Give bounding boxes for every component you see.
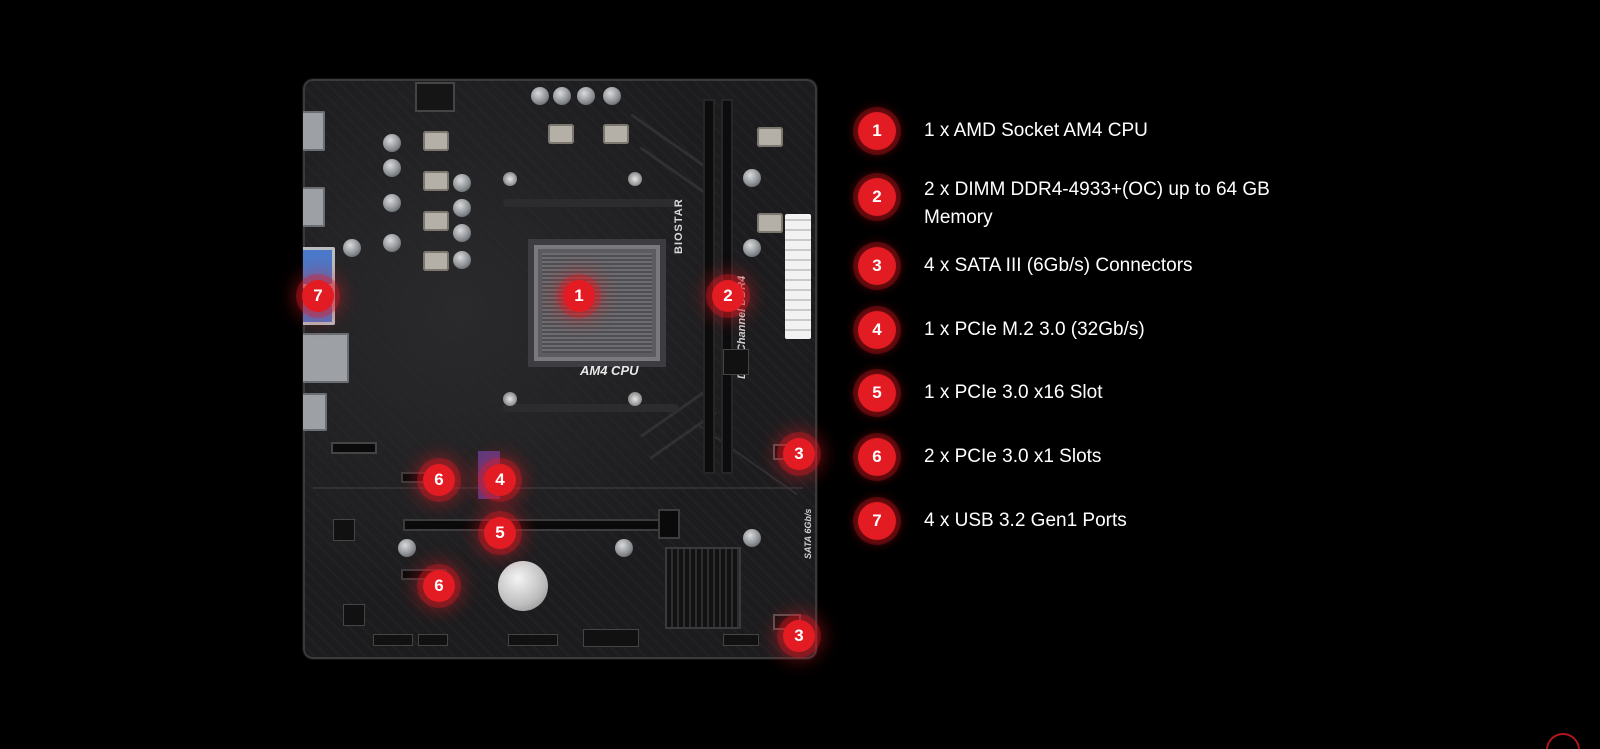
hdmi-port [303,111,325,151]
capacitor [453,251,471,269]
vrm-choke [757,127,783,147]
spec-item-memory: 2 2 x DIMM DDR4-4933+(OC) up to 64 GB Me… [858,176,1298,232]
capacitor [531,87,549,105]
atx-24pin-connector [785,214,811,339]
spec-item-pcie-x1: 6 2 x PCIe 3.0 x1 Slots [858,438,1298,476]
capacitor [743,529,761,547]
screw [628,172,642,186]
hotspot-pcie-x1-top[interactable]: 6 [423,464,455,496]
spec-badge: 4 [858,311,896,349]
spec-badge: 6 [858,438,896,476]
screw [503,172,517,186]
spec-badge: 5 [858,374,896,412]
vrm-choke [548,124,574,144]
hotspot-sata-top[interactable]: 3 [783,438,815,470]
capacitor [398,539,416,557]
capacitor [453,199,471,217]
hotspot-sata-bottom[interactable]: 3 [783,620,815,652]
audio-chip [343,604,365,626]
header-connector [418,634,448,646]
capacitor [577,87,595,105]
spec-badge: 7 [858,502,896,540]
spec-item-usb: 7 4 x USB 3.2 Gen1 Ports [858,502,1298,540]
m2-wifi-bay [331,442,377,454]
screw [503,392,517,406]
controller-chip [723,349,749,375]
pcie-x16-slot [403,519,668,531]
chipset-heatsink [665,547,741,629]
spec-text: 2 x PCIe 3.0 x1 Slots [924,446,1102,467]
hotspot-m2-slot[interactable]: 4 [484,464,516,496]
vrm-choke [423,211,449,231]
pcie-x16-clip [658,509,680,539]
socket-retention-bracket-top [503,199,679,207]
ethernet-port [303,333,349,383]
capacitor [615,539,633,557]
hotspot-dimm-slots[interactable]: 2 [712,280,744,312]
vrm-choke [757,213,783,233]
spec-text: 4 x USB 3.2 Gen1 Ports [924,510,1127,531]
scroll-top-button[interactable] [1546,733,1580,749]
capacitor [383,234,401,252]
brand-label: BIOSTAR [673,198,685,254]
spec-badge: 1 [858,112,896,150]
pcb-trace [630,113,706,168]
io-chip [333,519,355,541]
spec-badge: 2 [858,178,896,216]
spec-item-pcie-x16: 5 1 x PCIe 3.0 x16 Slot [858,374,1298,412]
capacitor [453,174,471,192]
dimm-slot-a [703,99,715,474]
sata-label: SATA 6Gb/s [803,508,813,559]
pcb-trace [313,487,803,489]
motherboard-image: AM4 CPU BIOSTAR Dual Channel DDR4 SATA 6… [303,79,817,659]
spec-text: 2 x DIMM DDR4-4933+(OC) up to 64 GB Memo… [924,179,1270,228]
capacitor [553,87,571,105]
cpu-power-connector [415,82,455,112]
header-connector [508,634,558,646]
cpu-socket-label: AM4 CPU [580,363,639,378]
cmos-battery [498,561,548,611]
header-connector [723,634,759,646]
capacitor [743,239,761,257]
cpu-socket [528,239,666,367]
spec-badge: 3 [858,247,896,285]
header-connector [583,629,639,647]
hotspot-usb-ports[interactable]: 7 [302,280,334,312]
cpu-socket-pins [542,253,652,353]
displayport-port [303,187,325,227]
spec-item-cpu: 1 1 x AMD Socket AM4 CPU [858,112,1298,150]
capacitor [743,169,761,187]
hotspot-pcie-x1-bottom[interactable]: 6 [423,570,455,602]
vrm-choke [423,131,449,151]
capacitor [453,224,471,242]
spec-text: 1 x AMD Socket AM4 CPU [924,120,1148,141]
vrm-choke [603,124,629,144]
vrm-choke [423,171,449,191]
socket-retention-bracket-bottom [503,404,679,412]
pcb-trace [639,146,707,195]
capacitor [603,87,621,105]
spec-text: 4 x SATA III (6Gb/s) Connectors [924,255,1193,276]
header-connector [373,634,413,646]
capacitor [383,159,401,177]
hotspot-pcie-x16[interactable]: 5 [484,517,516,549]
spec-text: 1 x PCIe 3.0 x16 Slot [924,382,1103,403]
spec-item-m2: 4 1 x PCIe M.2 3.0 (32Gb/s) [858,311,1298,349]
spec-text: 1 x PCIe M.2 3.0 (32Gb/s) [924,319,1145,340]
audio-jacks [303,393,327,431]
capacitor [343,239,361,257]
vrm-choke [423,251,449,271]
hotspot-cpu-socket[interactable]: 1 [563,280,595,312]
screw [628,392,642,406]
pcie-x1-slot-bottom [401,569,447,580]
spec-item-sata: 3 4 x SATA III (6Gb/s) Connectors [858,247,1298,285]
capacitor [383,194,401,212]
capacitor [383,134,401,152]
